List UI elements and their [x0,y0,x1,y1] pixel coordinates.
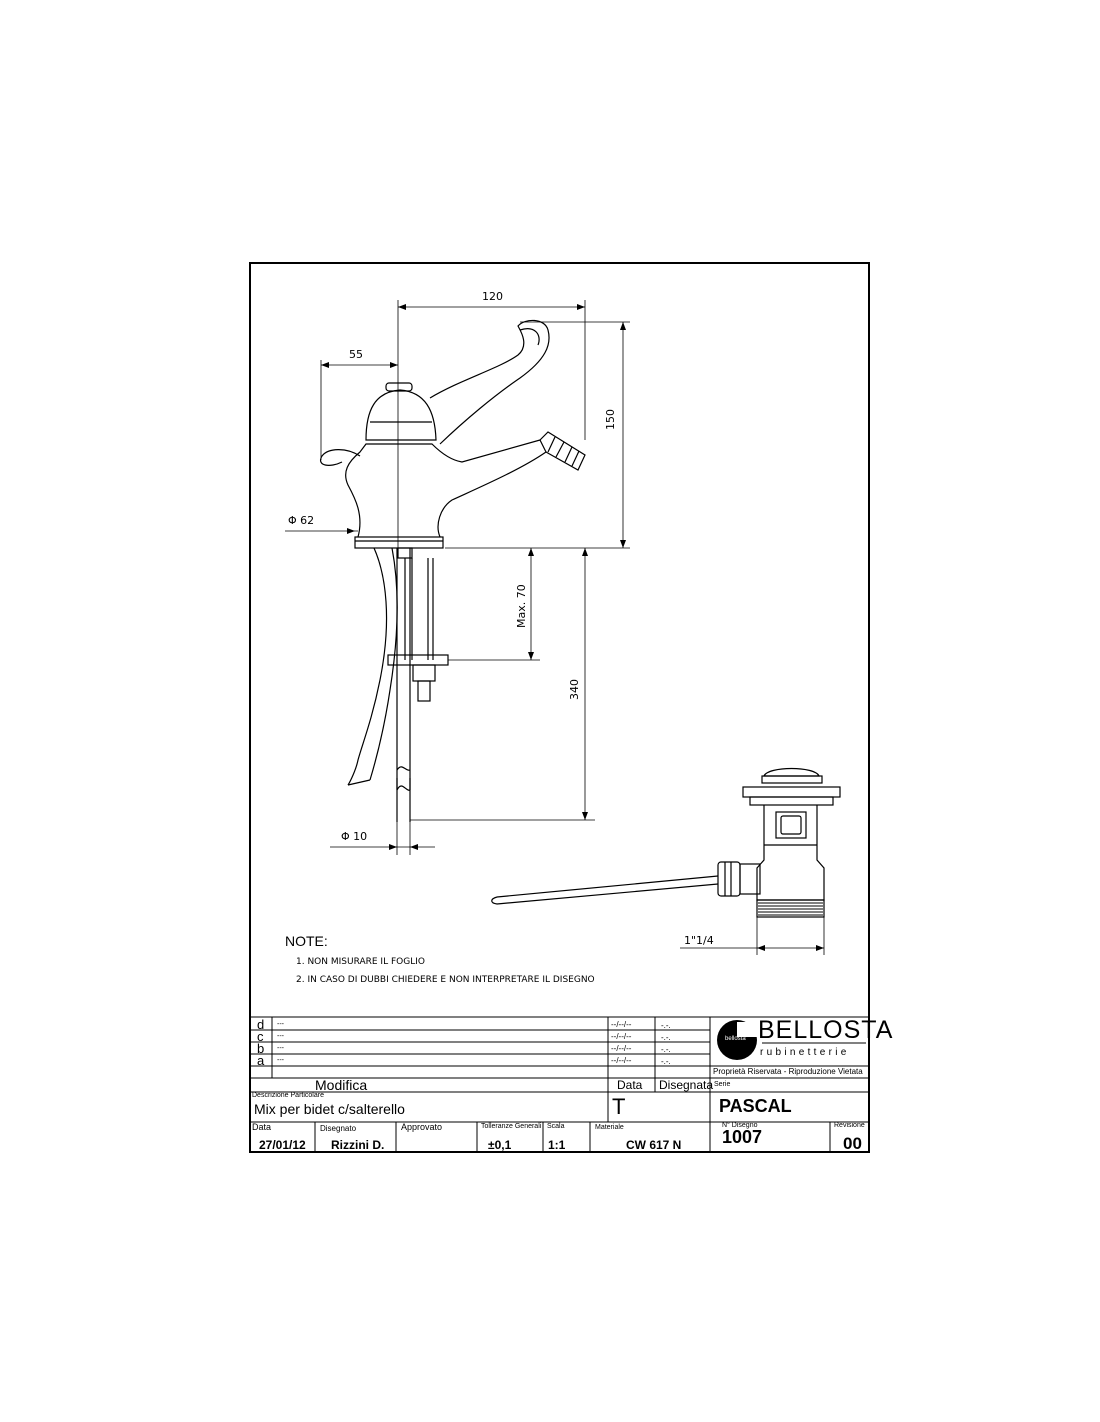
revision-value: 00 [843,1134,862,1153]
revision-desc: --- [277,1045,284,1052]
rights-notice: Proprietà Riservata - Riproduzione Vieta… [713,1067,863,1076]
approved-label: Approvato [401,1122,443,1132]
revision-label: Revisione [834,1122,865,1129]
description-code: T [612,1094,626,1119]
revision-letter: c [257,1029,264,1044]
dim-120: 120 [482,290,503,303]
scale-value: 1:1 [548,1138,566,1152]
revision-desc: --- [277,1021,284,1028]
dim-thread: 1"1/4 [684,934,714,947]
revision-drawn: -.-. [661,1045,671,1054]
drawn-label: Disegnato [320,1124,357,1133]
revision-drawn: -.-. [661,1033,671,1042]
description-label: Descrizione Particolare [252,1092,324,1099]
revision-desc: --- [277,1057,284,1064]
revision-letter: d [257,1017,265,1032]
drawing-no-value: 1007 [722,1127,763,1147]
dim-55: 55 [349,348,363,361]
revision-header-modifica: Modifica [315,1077,368,1093]
material-value: CW 617 N [626,1138,682,1152]
tolerance-label: Tolleranze Generali [481,1123,542,1130]
revision-letter: a [257,1053,265,1068]
revision-date: --/--/-- [611,1056,632,1065]
mixer-body [320,319,586,822]
tolerance-value: ±0,1 [488,1138,512,1152]
revision-date: --/--/-- [611,1044,632,1053]
brand-tagline: rubinetterie [760,1047,850,1058]
revision-date: --/--/-- [611,1020,632,1029]
drawn-value: Rizzini D. [331,1138,385,1152]
revision-header-disegnata: Disegnata [659,1078,714,1092]
scale-label: Scala [547,1123,565,1130]
dim-phi10: Φ 10 [341,830,368,843]
drawing-sheet-border [249,262,870,1153]
bellosta-logo [717,1020,866,1060]
revision-drawn: -.-. [661,1021,671,1030]
revision-letter: b [257,1041,265,1056]
revision-desc: --- [277,1033,284,1040]
logo-text: bellosta [725,1036,746,1042]
revision-drawn: -.-. [661,1057,671,1066]
popup-waste [491,767,841,918]
revision-header-data: Data [617,1078,643,1092]
dim-phi62: Φ 62 [288,514,315,527]
description-value: Mix per bidet c/salterello [254,1101,405,1117]
drawing-no-label: N° Disegno [722,1122,758,1129]
revision-date: --/--/-- [611,1032,632,1041]
note-item-1: 1. NON MISURARE IL FOGLIO [296,957,425,967]
material-label: Materiale [595,1124,624,1131]
series-label: Serie [714,1081,731,1088]
note-item-2: 2. IN CASO DI DUBBI CHIEDERE E NON INTER… [296,975,595,985]
date-label: Data [252,1122,272,1132]
date-value: 27/01/12 [259,1138,306,1152]
series-value: PASCAL [719,1096,792,1116]
notes-heading: NOTE: [285,933,328,949]
